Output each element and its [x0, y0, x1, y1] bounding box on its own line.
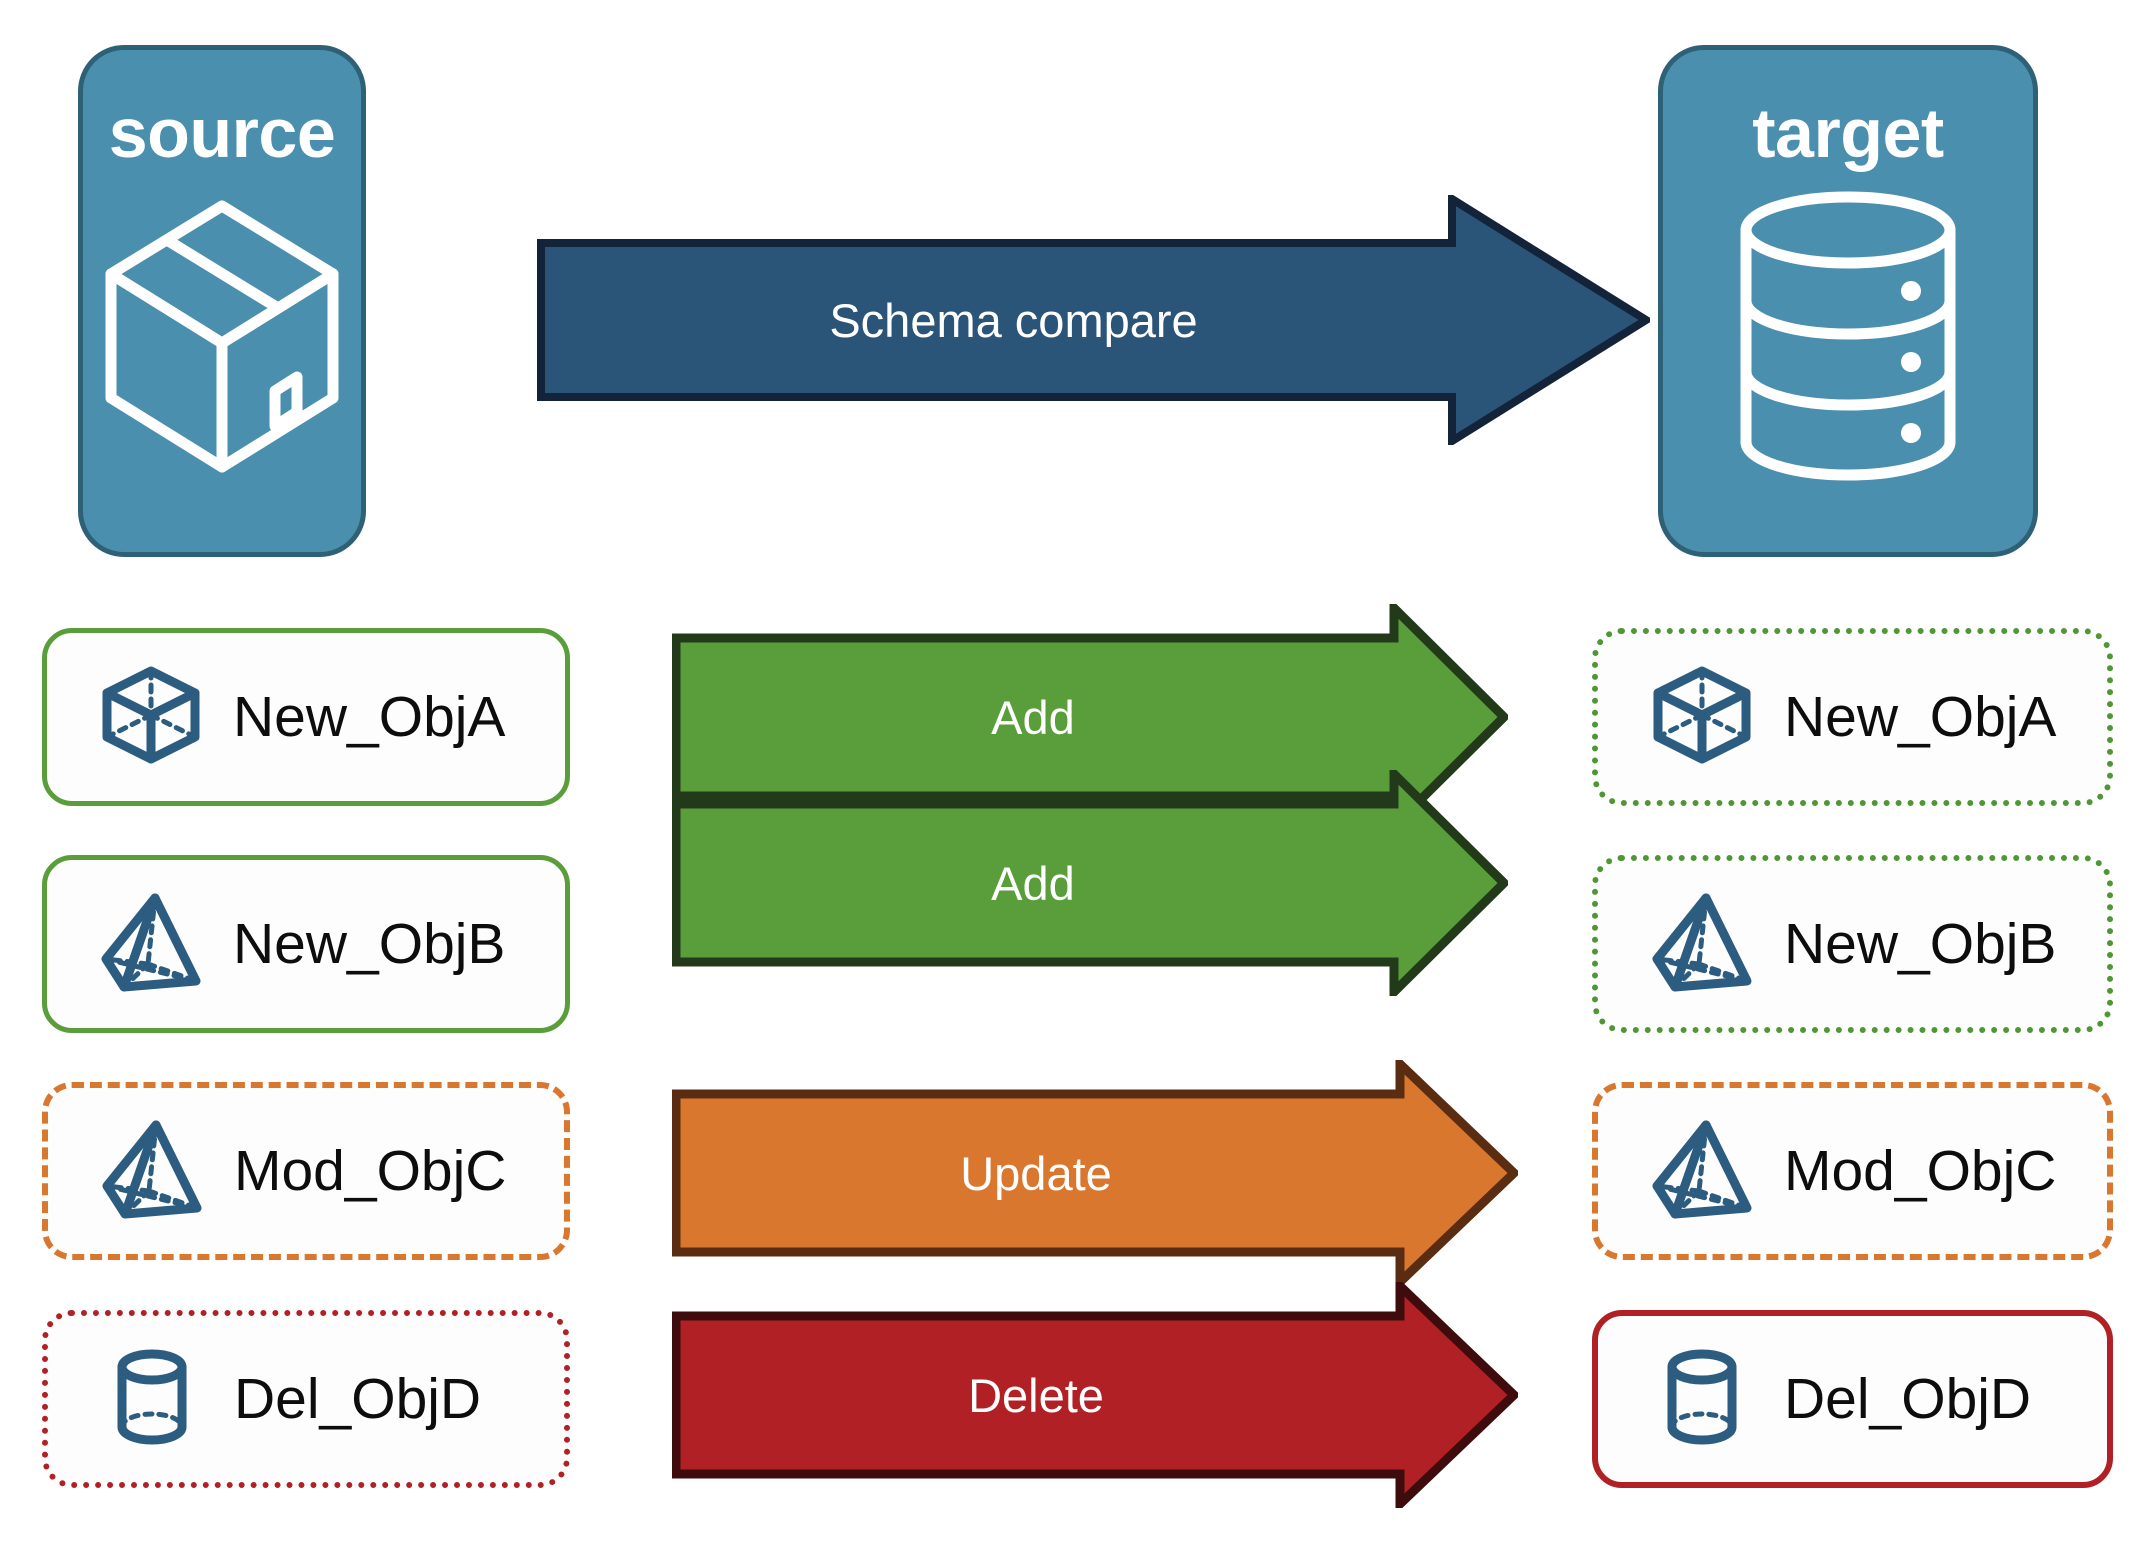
action-arrow-label: Delete — [968, 1369, 1104, 1422]
target-object-box-del-objd[interactable]: Del_ObjD — [1592, 1310, 2113, 1488]
object-label: Mod_ObjC — [234, 1138, 507, 1203]
pyramid-wireframe-icon — [1650, 890, 1754, 999]
action-arrow-add-1[interactable]: Add — [671, 597, 1511, 837]
source-object-box-del-objd[interactable]: Del_ObjD — [42, 1310, 570, 1488]
target-object-box-new-obja[interactable]: New_ObjA — [1592, 628, 2113, 806]
target-object-box-new-objb[interactable]: New_ObjB — [1592, 855, 2113, 1033]
cylinder-wireframe-icon — [100, 1345, 204, 1454]
schema-compare-arrow[interactable]: Schema compare — [537, 191, 1654, 449]
object-label: Mod_ObjC — [1784, 1138, 2057, 1203]
target-title: target — [1752, 94, 1944, 172]
target-object-box-mod-objc[interactable]: Mod_ObjC — [1592, 1082, 2113, 1260]
source-object-box-new-objb[interactable]: New_ObjB — [42, 855, 570, 1033]
object-label: New_ObjB — [1784, 911, 2057, 976]
database-cylinder-icon — [1728, 186, 1968, 491]
object-label: Del_ObjD — [234, 1366, 482, 1431]
object-label: New_ObjA — [233, 684, 506, 749]
pyramid-wireframe-icon — [1650, 1117, 1754, 1226]
source-object-box-mod-objc[interactable]: Mod_ObjC — [42, 1082, 570, 1260]
target-endpoint-card[interactable]: target — [1658, 45, 2038, 557]
pyramid-wireframe-icon — [100, 1117, 204, 1226]
action-arrow-label: Add — [991, 857, 1075, 910]
object-label: New_ObjB — [233, 911, 506, 976]
source-object-box-new-obja[interactable]: New_ObjA — [42, 628, 570, 806]
schema-compare-label: Schema compare — [829, 294, 1198, 347]
source-endpoint-card[interactable]: source — [78, 45, 366, 557]
object-label: Del_ObjD — [1784, 1366, 2032, 1431]
action-arrow-label: Update — [960, 1147, 1112, 1200]
cylinder-wireframe-icon — [1650, 1345, 1754, 1454]
cube-wireframe-icon — [99, 663, 203, 772]
action-arrow-label: Add — [991, 691, 1075, 744]
package-box-icon — [97, 186, 347, 491]
action-arrow-delete[interactable]: Delete — [671, 1275, 1521, 1515]
action-arrow-add-2[interactable]: Add — [671, 763, 1511, 1003]
action-arrow-update[interactable]: Update — [671, 1053, 1521, 1293]
pyramid-wireframe-icon — [99, 890, 203, 999]
source-title: source — [108, 94, 336, 172]
object-label: New_ObjA — [1784, 684, 2057, 749]
cube-wireframe-icon — [1650, 663, 1754, 772]
